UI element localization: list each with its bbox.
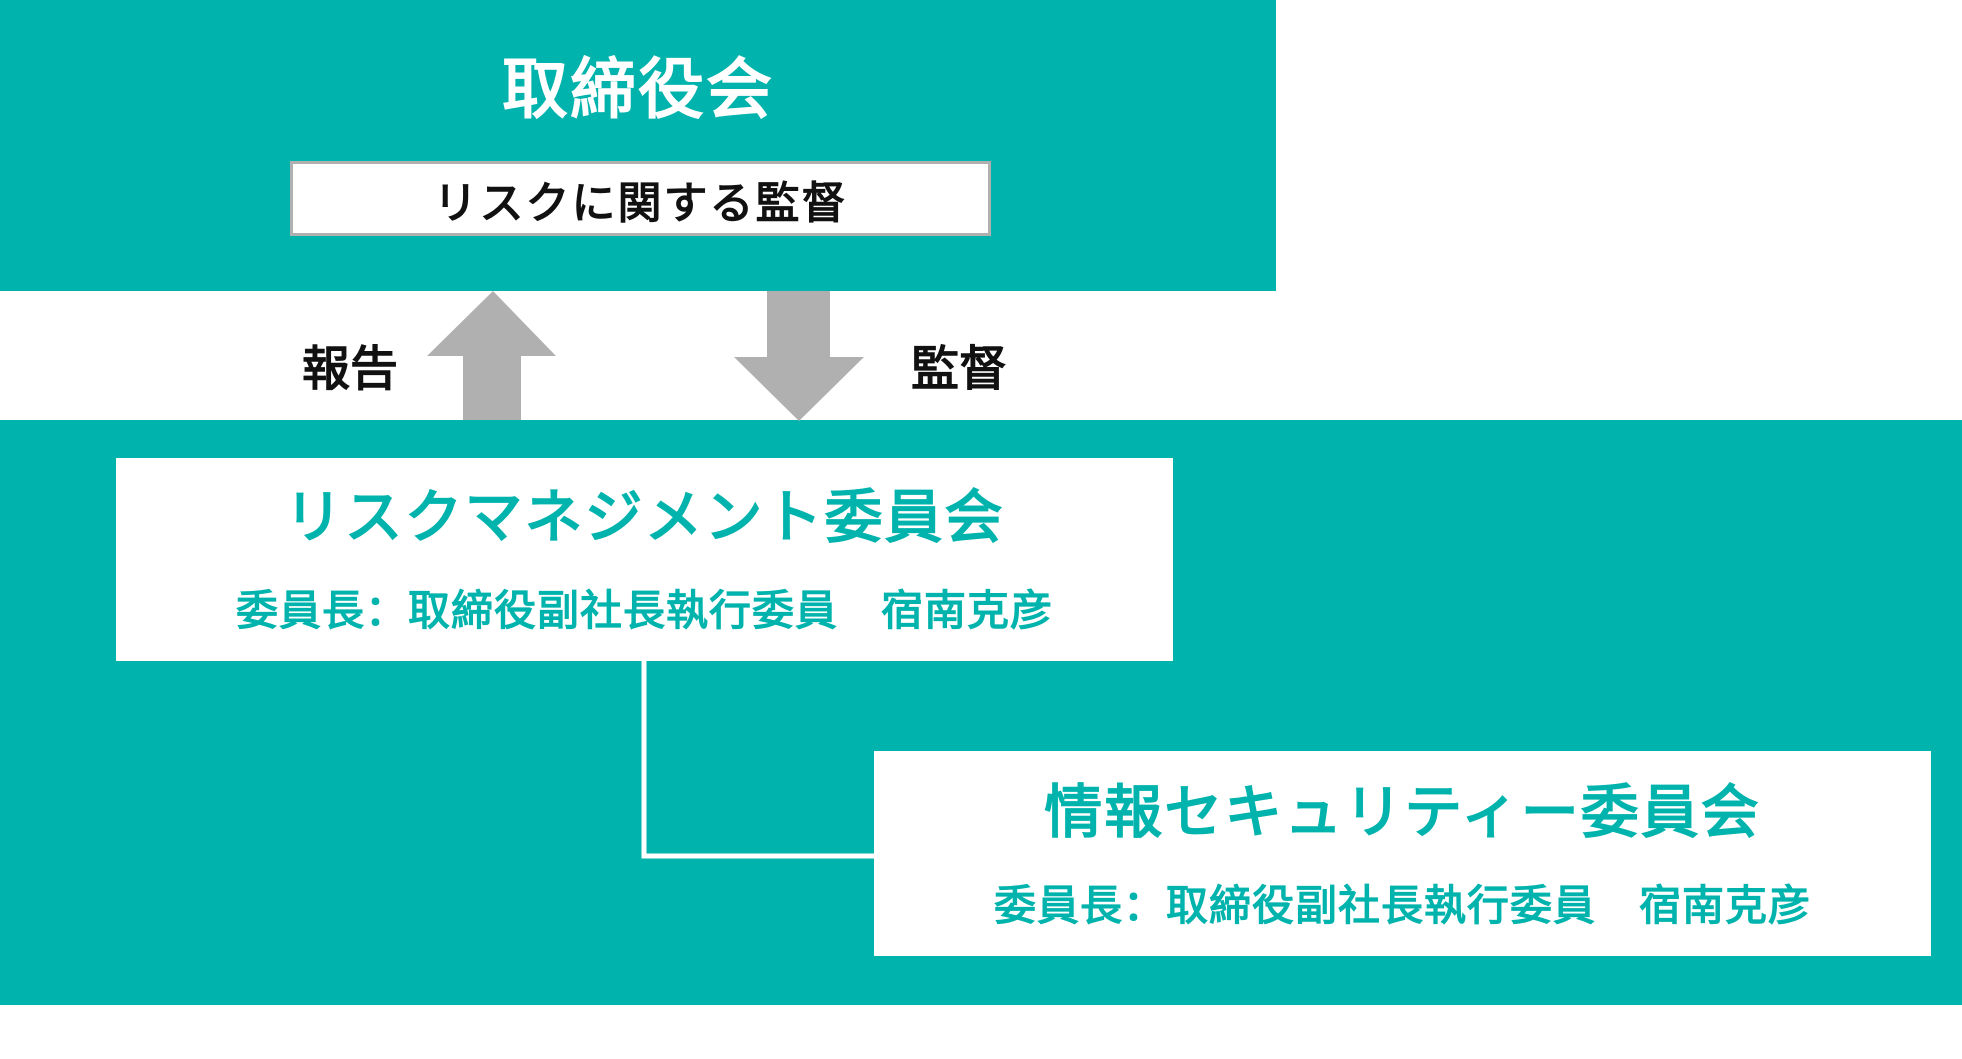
board-role-box: リスクに関する監督: [290, 161, 991, 236]
oversee-label: 監督: [910, 341, 1007, 397]
board-title: 取締役会: [502, 51, 774, 128]
information-security-committee-box: 情報セキュリティー委員会 委員長：取締役副社長執行委員 宿南克彦: [874, 751, 1931, 956]
risk-committee-title: リスクマネジメント委員会: [284, 483, 1005, 551]
board-role-label: リスクに関する監督: [433, 177, 848, 229]
oversee-arrow-down-icon: [734, 291, 864, 421]
risk-management-committee-box: リスクマネジメント委員会 委員長：取締役副社長執行委員 宿南克彦: [116, 458, 1173, 661]
report-arrow-up-icon: [427, 291, 556, 420]
risk-committee-chair: 委員長：取締役副社長執行委員 宿南克彦: [235, 585, 1053, 635]
report-label: 報告: [301, 341, 398, 397]
committee-connector-line: [641, 661, 874, 859]
infosec-committee-chair: 委員長：取締役副社長執行委員 宿南克彦: [993, 880, 1811, 930]
board-panel: 取締役会 リスクに関する監督: [0, 0, 1276, 291]
infosec-committee-title: 情報セキュリティー委員会: [1044, 778, 1761, 846]
